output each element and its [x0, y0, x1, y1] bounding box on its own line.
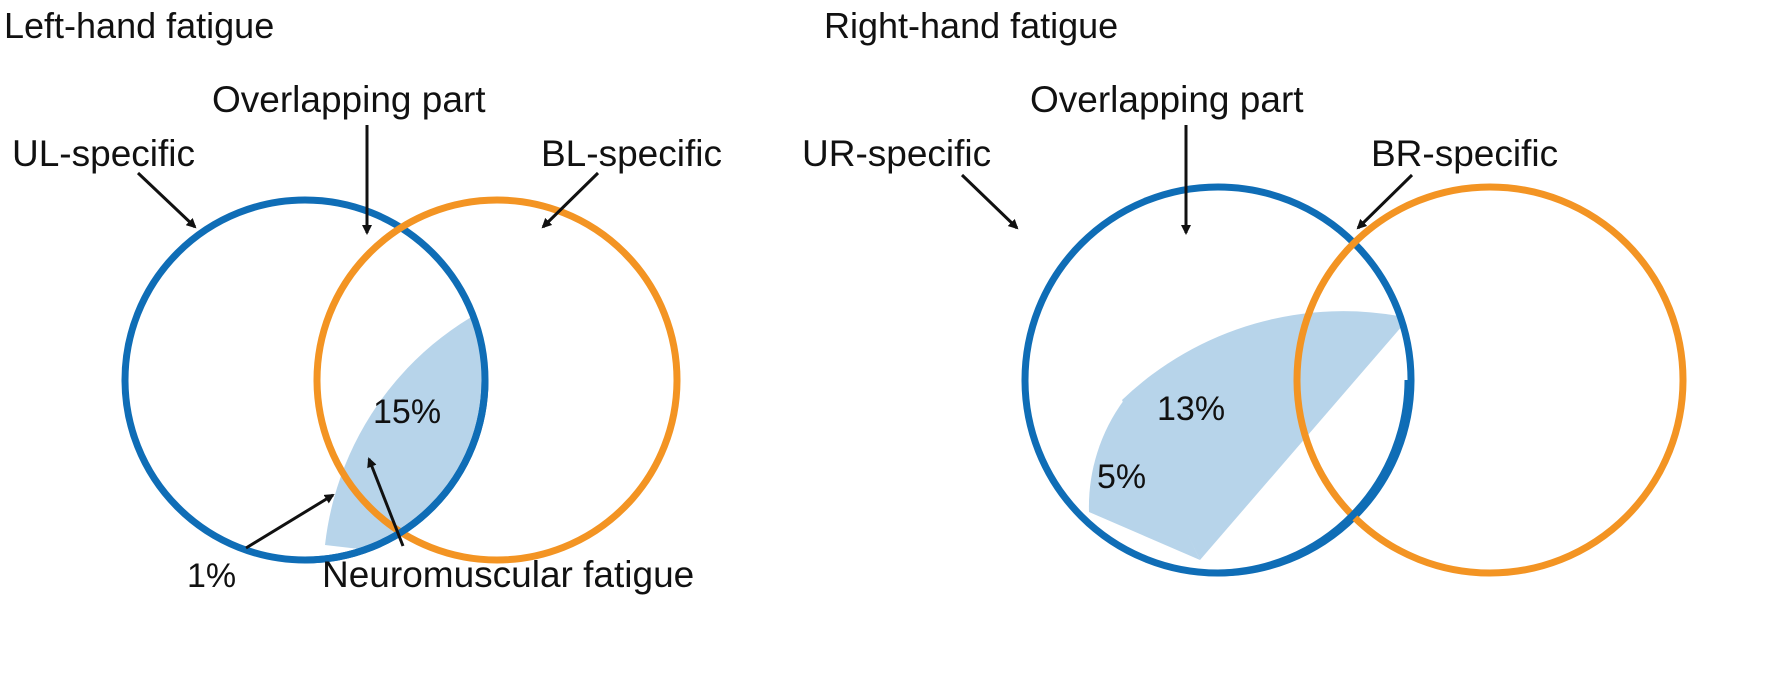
right-panel: Right-hand fatigue UR-specific Overlappi…: [802, 5, 1687, 577]
left-fatigue-arrow: [367, 457, 405, 547]
right-overlap-fatigue-region: [1122, 311, 1409, 560]
right-panel-title: Right-hand fatigue: [824, 5, 1118, 46]
right-upper-arrow: [960, 173, 1019, 230]
left-fatigue-label: Neuromuscular fatigue: [322, 554, 694, 595]
left-lower-arrow: [541, 171, 600, 229]
left-upper-label: UL-specific: [12, 133, 195, 174]
left-upper-arrow: [136, 171, 197, 229]
left-overlap-fatigue-pct: 15%: [373, 393, 441, 431]
left-upper-fatigue-arrow: [245, 493, 335, 550]
right-lower-label: BR-specific: [1371, 133, 1558, 174]
right-overlap-fatigue-pct: 13%: [1157, 390, 1225, 428]
left-lower-circle: [313, 196, 681, 564]
left-overlap-label: Overlapping part: [212, 79, 486, 120]
left-lower-label: BL-specific: [541, 133, 722, 174]
right-upper-label: UR-specific: [802, 133, 991, 174]
left-panel-title: Left-hand fatigue: [4, 5, 274, 46]
left-panel: Left-hand fatigue UL-specific Overlappin…: [4, 5, 722, 595]
right-upper-fatigue-region: [1088, 400, 1200, 560]
right-lower-circle: [1293, 183, 1687, 577]
right-upper-fatigue-pct: 5%: [1097, 458, 1146, 496]
left-upper-fatigue-pct: 1%: [187, 557, 236, 595]
right-overlap-label: Overlapping part: [1030, 79, 1304, 120]
left-upper-circle-front-arc: [304, 379, 489, 564]
left-overlap-fatigue-region: [325, 282, 485, 556]
right-upper-circle-front-arc: [1217, 379, 1412, 577]
right-lower-arrow: [1356, 173, 1414, 230]
